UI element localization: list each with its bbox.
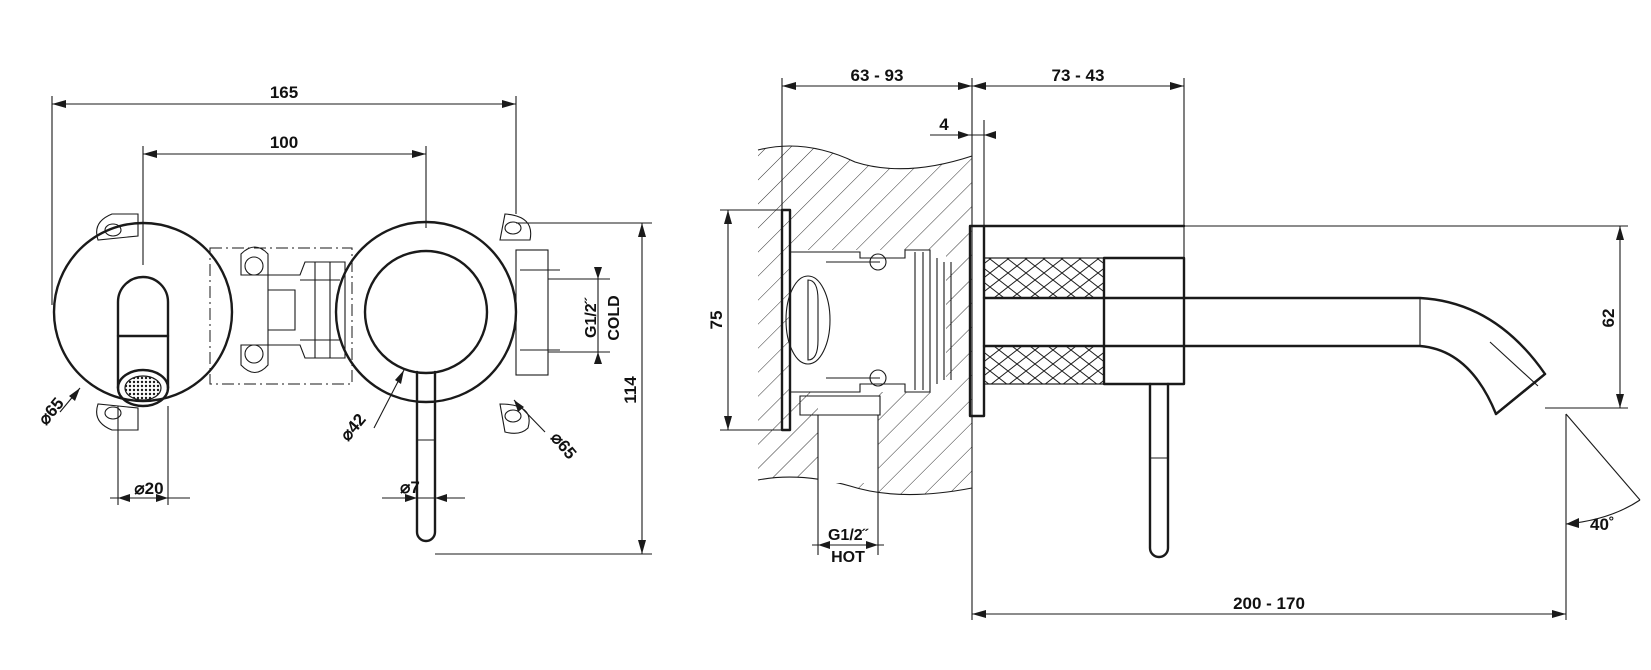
hose-lower: [983, 345, 1105, 385]
lever: [415, 370, 437, 543]
cold-thread-size: G1/2˝: [583, 296, 600, 338]
side-lever: [1148, 382, 1170, 559]
cold-label: COLD: [606, 295, 623, 340]
aerator-rim: [116, 368, 170, 408]
dim-spout-height: 62: [1599, 309, 1618, 328]
valve-side: [785, 249, 952, 483]
mount-ear-tr: [499, 213, 532, 241]
dim-handle-plate-dia: ⌀65: [547, 428, 580, 463]
dim-box-height: 75: [707, 311, 726, 330]
dim-wall-depth: 63 - 93: [851, 66, 904, 85]
dim-aerator-dia: ⌀20: [134, 479, 163, 498]
hose-upper: [983, 257, 1105, 299]
box-flange: [780, 208, 792, 432]
hot-label: HOT: [831, 549, 865, 566]
handle-plate: [334, 220, 518, 404]
spout-outline: [116, 275, 170, 338]
dim-spout-reach: 200 - 170: [1233, 594, 1305, 613]
side-view: 63 - 93 73 - 43 4 75 62 200 - 170: [707, 66, 1641, 620]
dim-projection-adjust: 73 - 43: [1052, 66, 1105, 85]
handle-body: [1102, 256, 1186, 386]
valve-body: [240, 246, 560, 374]
mount-ear-br: [499, 403, 530, 434]
dim-spout-angle: 40˚: [1590, 515, 1615, 534]
mount-ear-bl: [96, 403, 139, 431]
aerator-mesh: [124, 375, 162, 401]
dim-centers: 100: [270, 133, 298, 152]
dim-handle-dia: ⌀42: [337, 410, 370, 445]
escutcheon-plate: [968, 224, 986, 418]
front-view: 165 100 114 G1/2˝ COLD ⌀65 ⌀42 ⌀65: [35, 83, 652, 555]
box-ear: [515, 249, 549, 376]
handle-knob: [363, 249, 489, 375]
dim-width-overall: 165: [270, 83, 298, 102]
dim-height-overall: 114: [621, 376, 640, 404]
dim-lever-dia: ⌀7: [400, 478, 420, 497]
box-outline: [209, 247, 353, 385]
hot-thread-size: G1/2˝: [828, 527, 870, 544]
dim-spout-plate-dia: ⌀65: [35, 394, 68, 429]
dim-plate-thickness: 4: [939, 115, 949, 134]
